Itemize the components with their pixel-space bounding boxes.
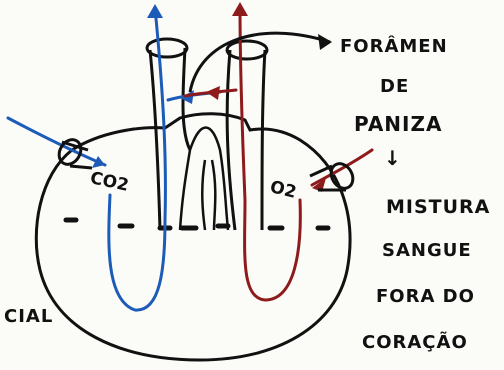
foramen-pointer-head [318, 34, 332, 50]
label-de: DE [380, 76, 409, 97]
label-paniza: PANIZA [354, 112, 442, 136]
label-cial: CIAL [4, 306, 53, 327]
label-sangue: SANGUE [382, 240, 472, 261]
arterial-arrow-up [232, 2, 248, 16]
valve-dashes [66, 220, 328, 228]
left-aorta-opening [147, 39, 187, 57]
label-coracao: CORAÇÃO [362, 332, 468, 353]
down-arrow-icon: ↓ [384, 146, 402, 170]
label-mistura: MISTURA [386, 196, 490, 218]
label-foramen: FORÂMEN [340, 36, 448, 57]
venous-arrow-in [92, 156, 105, 168]
right-aorta-opening [227, 41, 267, 59]
label-fora-do: FORA DO [376, 286, 475, 307]
left-aorta-outline [150, 48, 190, 230]
heart-outline [36, 114, 350, 360]
arterial-arrow-mid [206, 86, 220, 100]
venous-arrow-up [147, 4, 163, 18]
